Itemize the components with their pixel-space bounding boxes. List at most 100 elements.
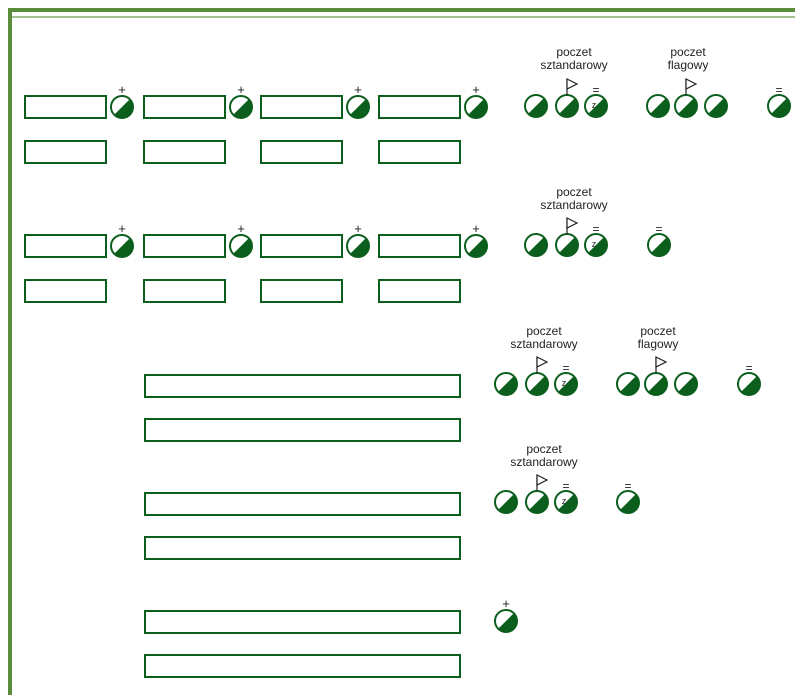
person-icon [524, 233, 548, 257]
rank-rectangle [24, 234, 107, 258]
person-icon: + [229, 221, 253, 258]
person-icon [646, 94, 670, 118]
plus-mark: + [472, 221, 480, 236]
rank-rectangle [143, 279, 226, 303]
label-poczet-sztandarowy-line: poczet [526, 324, 562, 338]
person-icon: + [110, 82, 134, 119]
rank-rectangle [260, 95, 343, 119]
plus-mark: + [354, 82, 362, 97]
rank-rectangle [378, 279, 461, 303]
double-bar-mark: = [624, 479, 631, 493]
person-icon [525, 474, 549, 514]
double-bar-mark: = [775, 83, 782, 97]
person-icon: + [229, 82, 253, 119]
double-bar-mark: = [562, 361, 569, 375]
person-icon: + [346, 82, 370, 119]
label-poczet-sztandarowy-line: poczet [526, 442, 562, 456]
flag-icon [685, 78, 698, 90]
plus-mark: + [354, 221, 362, 236]
z-mark: z [592, 239, 597, 249]
rank-rectangle [260, 234, 343, 258]
plus-mark: + [472, 82, 480, 97]
person-icon [494, 490, 518, 514]
person-icon [555, 217, 579, 257]
rank-rectangle [24, 95, 107, 119]
flag-icon [655, 356, 668, 368]
z-mark: z [592, 100, 597, 110]
label-poczet-sztandarowy-line: poczet [556, 185, 592, 199]
plus-mark: + [237, 82, 245, 97]
flag-icon [536, 474, 549, 486]
rank-rectangle [24, 140, 107, 164]
person-icon [555, 78, 579, 118]
double-bar-mark: = [745, 361, 752, 375]
label-poczet-flagowy-line: flagowy [637, 337, 679, 351]
double-bar-mark: = [592, 83, 599, 97]
double-bar-mark: = [562, 479, 569, 493]
rank-rectangle [144, 610, 461, 634]
flag-icon [566, 78, 579, 90]
person-icon [524, 94, 548, 118]
rank-rectangle [260, 140, 343, 164]
person-icon [644, 356, 668, 396]
label-poczet-flagowy-line: poczet [640, 324, 676, 338]
label-poczet-flagowy-line: flagowy [667, 58, 709, 72]
rank-rectangle [378, 95, 461, 119]
rank-rectangle [144, 374, 461, 398]
person-icon [494, 372, 518, 396]
person-icon [674, 78, 698, 118]
double-bar-mark: = [655, 222, 662, 236]
rank-rectangle [143, 95, 226, 119]
person-icon: = [737, 361, 761, 396]
frame-top-inner-line [12, 16, 795, 18]
double-bar-mark: = [592, 222, 599, 236]
person-icon: = [767, 83, 791, 118]
rank-rectangle [143, 140, 226, 164]
person-icon: + [464, 82, 488, 119]
z-mark: z [562, 496, 567, 506]
person-icon: = [584, 83, 608, 118]
person-icon: + [494, 596, 518, 633]
rank-rectangle [143, 234, 226, 258]
plus-mark: + [237, 221, 245, 236]
z-mark: z [562, 378, 567, 388]
rank-rectangle [144, 536, 461, 560]
person-icon: + [110, 221, 134, 258]
person-icon [616, 372, 640, 396]
rank-rectangle [144, 418, 461, 442]
person-icon [674, 372, 698, 396]
flag-icon [536, 356, 549, 368]
person-icon: = [616, 479, 640, 514]
rank-rectangle [378, 234, 461, 258]
rank-rectangle [24, 279, 107, 303]
rank-rectangle [260, 279, 343, 303]
label-poczet-sztandarowy-line: poczet [556, 45, 592, 59]
label-poczet-sztandarowy-line: sztandarowy [540, 198, 608, 212]
flag-icon [566, 217, 579, 229]
person-icon [704, 94, 728, 118]
label-poczet-sztandarowy-line: sztandarowy [540, 58, 608, 72]
rank-rectangle [378, 140, 461, 164]
person-icon: = [584, 222, 608, 257]
person-icon: + [464, 221, 488, 258]
rank-rectangle [144, 654, 461, 678]
plus-mark: + [118, 221, 126, 236]
person-icon: + [346, 221, 370, 258]
person-icon: = [554, 479, 578, 514]
plus-mark: + [502, 596, 510, 611]
person-icon: = [647, 222, 671, 257]
person-icon [525, 356, 549, 396]
person-icon: = [554, 361, 578, 396]
plus-mark: + [118, 82, 126, 97]
label-poczet-sztandarowy-line: sztandarowy [510, 455, 578, 469]
label-poczet-flagowy-line: poczet [670, 45, 706, 59]
frame-top-border [8, 8, 795, 12]
frame-left-border [8, 8, 12, 695]
